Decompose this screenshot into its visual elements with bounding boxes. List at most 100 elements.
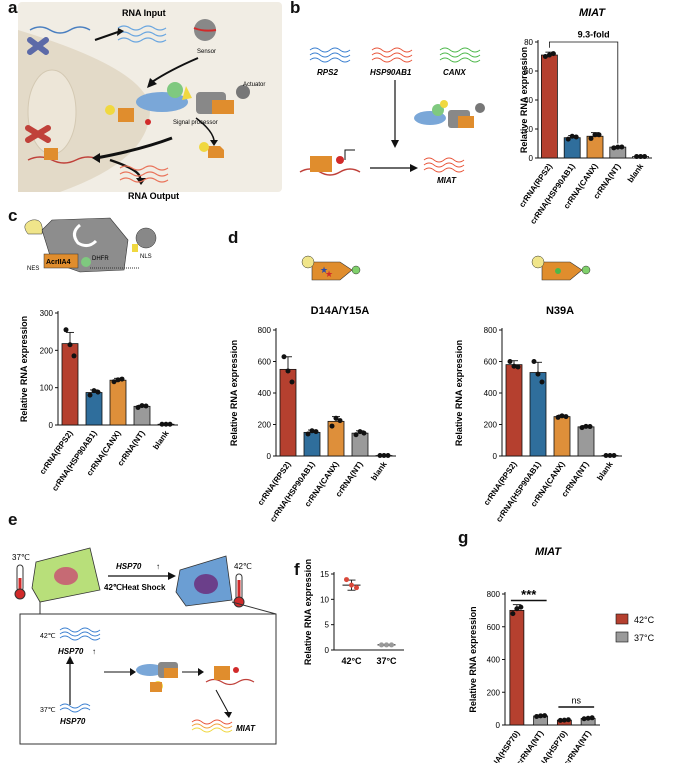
y-tick-label: 200 — [484, 421, 498, 430]
data-point — [281, 354, 287, 360]
data-point — [139, 403, 145, 409]
gene-label-canx: CANX — [443, 68, 466, 77]
panel-letter-f: f — [294, 560, 300, 579]
y-tick-label: 200 — [258, 421, 272, 430]
rna-input-label: RNA Input — [122, 8, 166, 18]
data-point — [143, 403, 149, 409]
sensor-complex-icon — [414, 100, 485, 128]
y-tick-label: 0 — [49, 421, 54, 430]
legend-swatch — [615, 613, 629, 625]
data-point — [361, 430, 367, 436]
miat-waves — [423, 157, 465, 173]
signal-processor-label: Signal processor — [173, 120, 218, 126]
canx-waves — [439, 47, 481, 63]
actuator-label: Actuator — [243, 82, 265, 88]
chart-title: D14A/Y15A — [311, 305, 370, 317]
data-point — [542, 713, 548, 719]
data-point — [389, 642, 394, 648]
data-point — [581, 716, 587, 722]
x-tick-label: blank — [626, 162, 646, 185]
data-point — [573, 134, 579, 140]
data-point — [507, 359, 513, 364]
data-point — [511, 363, 517, 369]
data-point — [71, 353, 77, 359]
data-point — [285, 368, 291, 374]
rna-input-waves — [117, 25, 167, 43]
heat-shock-label: 42℃Heat Shock — [104, 583, 166, 592]
data-point — [615, 144, 621, 150]
panel-a-schematic: RNA Input Sensor Actuator Signal process… — [18, 2, 282, 201]
y-tick-label: 400 — [484, 389, 498, 398]
panel-d-icons: ★ ★ — [301, 255, 591, 281]
sensor-label: Sensor — [197, 49, 216, 55]
data-point — [333, 415, 339, 421]
data-point — [159, 421, 165, 427]
y-tick-label: 0 — [325, 646, 330, 655]
bar — [553, 416, 571, 457]
data-point — [542, 54, 548, 59]
data-point — [87, 392, 93, 398]
panel-letter-g: g — [458, 528, 469, 547]
data-point — [95, 389, 101, 395]
y-tick-label: 300 — [40, 309, 54, 318]
y-tick-label: 0 — [529, 154, 534, 163]
data-point — [353, 432, 359, 438]
dcas-icon — [310, 156, 332, 172]
hsp90ab1-waves — [371, 47, 413, 63]
y-tick-label: 100 — [40, 384, 54, 393]
x-tick-label: 42°C — [341, 656, 362, 666]
data-point — [518, 604, 524, 610]
data-point — [539, 379, 545, 385]
data-point — [357, 429, 363, 435]
data-point — [309, 428, 315, 434]
data-point — [531, 359, 537, 364]
data-point — [546, 52, 552, 58]
data-point — [565, 136, 571, 142]
bar — [303, 431, 321, 457]
data-point — [585, 715, 591, 721]
data-point — [611, 145, 617, 151]
data-point — [550, 51, 556, 57]
data-point — [589, 715, 595, 721]
data-point — [111, 379, 117, 385]
inset-hsp70-up-label: HSP70 — [58, 647, 84, 656]
y-axis-label: Relative RNA expression — [303, 559, 313, 665]
data-point — [619, 144, 625, 150]
data-point — [642, 154, 648, 160]
y-tick-label: 600 — [258, 358, 272, 367]
data-point — [313, 429, 319, 435]
data-point — [63, 327, 69, 333]
data-point — [119, 376, 125, 382]
temp-37-label: 37℃ — [12, 553, 30, 562]
chromosome-icon — [25, 37, 51, 143]
chart-title: N39A — [546, 305, 574, 317]
legend-label: 42°C — [634, 615, 655, 625]
data-point — [535, 371, 541, 377]
data-point — [634, 154, 640, 160]
rps2-waves — [309, 47, 351, 63]
sig-label: ns — [571, 696, 581, 706]
panel-letter-e: e — [8, 510, 18, 529]
data-point — [607, 453, 613, 459]
panel-e-schematic: 37℃ 42℃ HSP70 ↑ 42℃Heat Shock 42℃ HSP70 … — [12, 547, 277, 745]
data-point — [561, 717, 567, 723]
y-axis-label: Relative RNA expression — [229, 340, 239, 446]
y-tick-label: 40 — [524, 96, 533, 105]
rna-output-waves — [119, 165, 169, 183]
inset-box — [19, 613, 277, 745]
bar — [541, 54, 558, 159]
data-point — [67, 342, 73, 348]
fold-annotation: 9.3-fold — [578, 30, 610, 40]
svg-text:↑: ↑ — [92, 647, 96, 656]
inset-miat-label: MIAT — [236, 724, 256, 733]
chart-title: MIAT — [579, 7, 606, 19]
data-point — [167, 421, 173, 427]
nls-label: NLS — [140, 254, 152, 260]
data-point — [514, 606, 520, 612]
y-tick-label: 0 — [496, 721, 501, 730]
y-tick-label: 400 — [487, 656, 501, 665]
